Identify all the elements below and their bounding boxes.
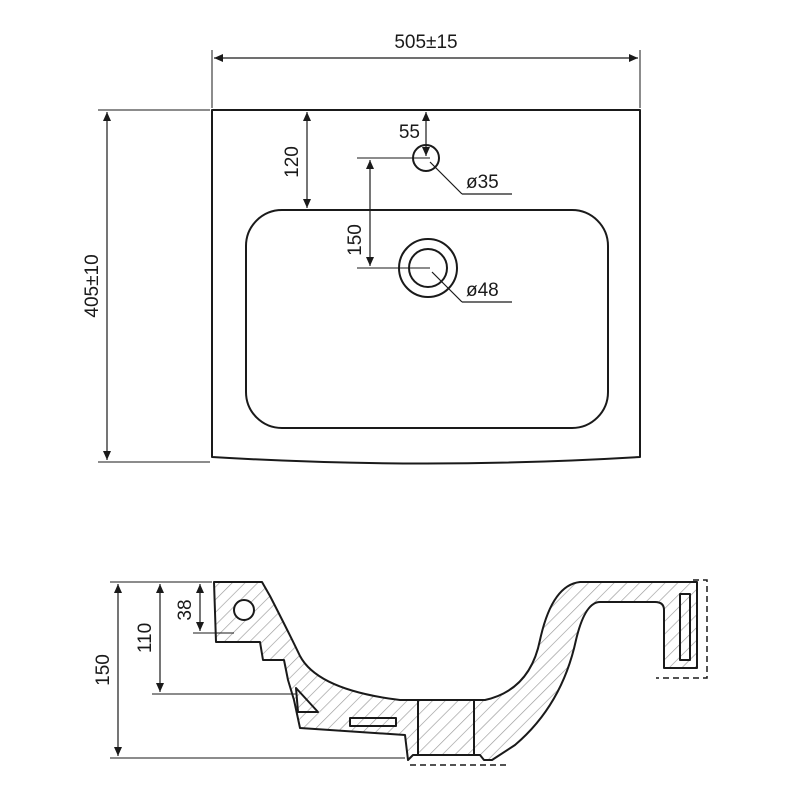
basin-outline — [211, 109, 641, 465]
drain-hole-outer — [398, 238, 458, 298]
drain-diameter-label: ø48 — [466, 280, 499, 301]
tap-offset-label: 120 — [282, 146, 303, 178]
mid-height-label: 110 — [135, 623, 156, 653]
depth-label: 405±10 — [82, 254, 103, 317]
tap-hole-diameter-label: ø35 — [466, 172, 499, 193]
side-slot-mid — [349, 717, 397, 727]
rim-height-label: 38 — [175, 599, 196, 620]
side-slot-left — [295, 687, 319, 713]
drain-distance-label: 150 — [345, 224, 366, 256]
drain-hole-inner — [408, 248, 448, 288]
drain-hole-leader — [431, 271, 463, 303]
basin-cross-section — [213, 581, 698, 761]
drain-channel — [417, 700, 475, 755]
side-slot-right — [679, 593, 691, 661]
top-view: 505±15 405±10 120 55 ø35 150 ø48 — [82, 32, 641, 465]
overflow-offset-label: 55 — [399, 122, 420, 143]
height-label: 150 — [93, 654, 114, 686]
tap-hole-leader — [429, 161, 463, 195]
side-view: 150 110 38 — [93, 579, 708, 766]
basin-bowl — [245, 209, 609, 429]
wall-bracket-dashed — [656, 579, 708, 679]
width-label: 505±15 — [394, 32, 457, 53]
overflow-channel — [233, 599, 255, 621]
